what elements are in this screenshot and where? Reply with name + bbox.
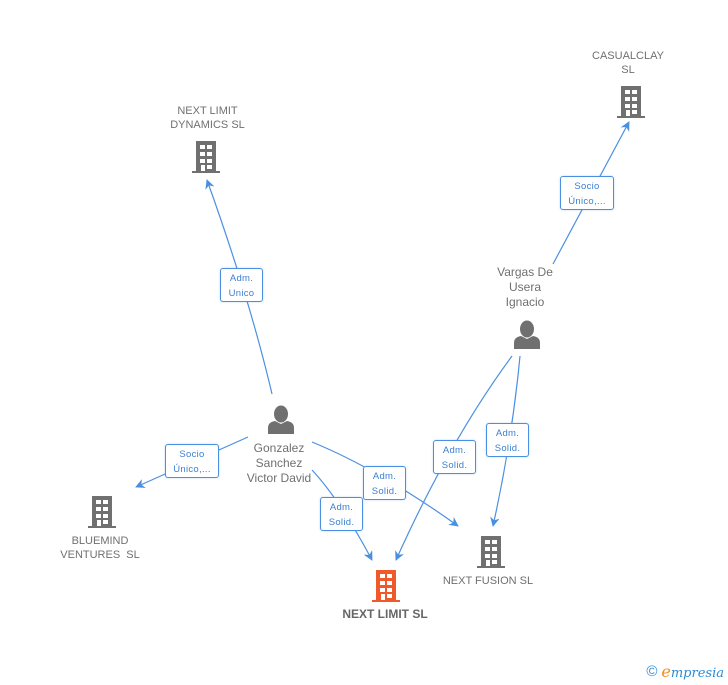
edge-label-line: Adm. — [495, 428, 520, 439]
brand-logo: empresia — [661, 662, 724, 681]
main-building-icon[interactable] — [372, 570, 400, 602]
edge-label-line: Único,... — [568, 196, 606, 207]
brand-name: mpresia — [670, 666, 724, 681]
node-gonzalez[interactable]: Gonzalez Sanchez Victor David — [234, 441, 324, 486]
edge-label-adm-solid[interactable]: Adm. Solid. — [363, 466, 406, 500]
edge-label-line: Adm. — [372, 471, 397, 482]
node-label-line: Gonzalez — [253, 441, 305, 455]
edge-label-adm-unico[interactable]: Adm. Unico — [220, 268, 263, 302]
node-label-line: NEXT LIMIT — [177, 105, 238, 117]
node-label-line: NEXT FUSION SL — [442, 575, 534, 587]
edge-label-line: Adm. — [329, 502, 354, 513]
edge-label-line: Adm. — [442, 445, 467, 456]
edge-label-line: Socio — [574, 181, 600, 192]
empresia-watermark[interactable]: © empresia — [646, 662, 724, 681]
node-next-limit-main[interactable]: NEXT LIMIT SL — [330, 607, 440, 621]
edge-label-line: Solid. — [441, 460, 468, 471]
edge-label-socio-unico[interactable]: Socio Único,... — [560, 176, 614, 210]
node-label-line: Usera — [508, 280, 541, 294]
node-bluemind[interactable]: BLUEMIND VENTURES SL — [50, 534, 150, 562]
edge-label-line: Adm. — [229, 273, 254, 284]
edge-label-socio-unico[interactable]: Socio Único,... — [165, 444, 219, 478]
edge-label-line: Solid. — [371, 486, 398, 497]
node-next-fusion[interactable]: NEXT FUSION SL — [438, 574, 538, 588]
edge-label-adm-solid[interactable]: Adm. Solid. — [320, 497, 363, 531]
node-label-line: BLUEMIND — [71, 535, 129, 547]
person-icon[interactable] — [268, 405, 294, 435]
edge-label-line: Solid. — [494, 443, 521, 454]
node-next-limit-dynamics[interactable]: NEXT LIMIT DYNAMICS SL — [150, 104, 265, 132]
person-icon[interactable] — [514, 320, 540, 350]
edge-label-line: Solid. — [328, 517, 355, 528]
node-label-line: Ignacio — [505, 295, 545, 309]
edge-label-line: Único,... — [173, 464, 211, 475]
node-label-line: SL — [621, 64, 635, 76]
node-vargas[interactable]: Vargas De Usera Ignacio — [480, 265, 570, 310]
node-label-line: NEXT LIMIT SL — [342, 607, 428, 621]
node-label-line: Victor David — [246, 471, 312, 485]
node-casualclay[interactable]: CASUALCLAY SL — [578, 49, 678, 77]
brand-initial: e — [661, 662, 671, 681]
building-icon[interactable] — [192, 141, 220, 173]
building-icon[interactable] — [88, 496, 116, 528]
copyright-icon: © — [646, 663, 658, 680]
node-label-line: CASUALCLAY — [592, 50, 664, 62]
node-label-line: Vargas De — [497, 265, 553, 279]
edge-label-adm-solid[interactable]: Adm. Solid. — [433, 440, 476, 474]
building-icon[interactable] — [477, 536, 505, 568]
node-label-line: VENTURES SL — [60, 549, 140, 561]
node-label-line: DYNAMICS SL — [170, 119, 245, 131]
edge-label-adm-solid[interactable]: Adm. Solid. — [486, 423, 529, 457]
edge-label-line: Unico — [228, 288, 255, 299]
building-icon[interactable] — [617, 86, 645, 118]
edge-label-line: Socio — [179, 449, 205, 460]
node-label-line: Sanchez — [255, 456, 303, 470]
